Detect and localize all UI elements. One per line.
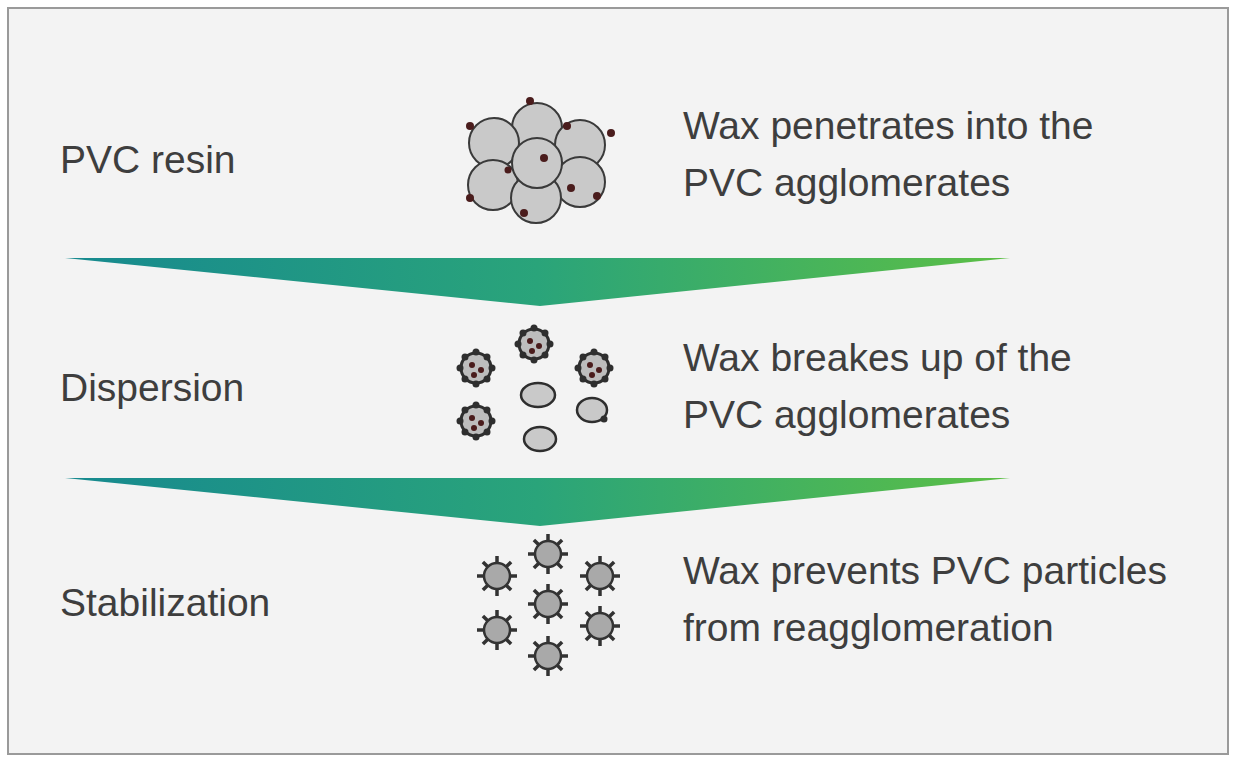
stage-label: Stabilization: [60, 575, 380, 632]
stage-label: Dispersion: [60, 360, 380, 417]
stabilized-particles: [477, 534, 620, 676]
stage-description: Wax prevents PVC particles from reagglom…: [683, 543, 1223, 656]
pvc-particles: [521, 383, 607, 451]
flow-arrow: [65, 478, 1010, 526]
wax-particles: [466, 97, 615, 217]
pvc-agglomerate: [468, 103, 605, 223]
flow-arrow: [65, 258, 1010, 306]
frame: [8, 8, 1228, 754]
stage-description: Wax penetrates into the PVC agglomerates: [683, 98, 1133, 211]
stage-description: Wax breakes up of the PVC agglomerates: [683, 330, 1133, 443]
stage-label: PVC resin: [60, 132, 380, 189]
wax-particle: [601, 416, 608, 423]
broken-agglomerates: [457, 325, 614, 441]
